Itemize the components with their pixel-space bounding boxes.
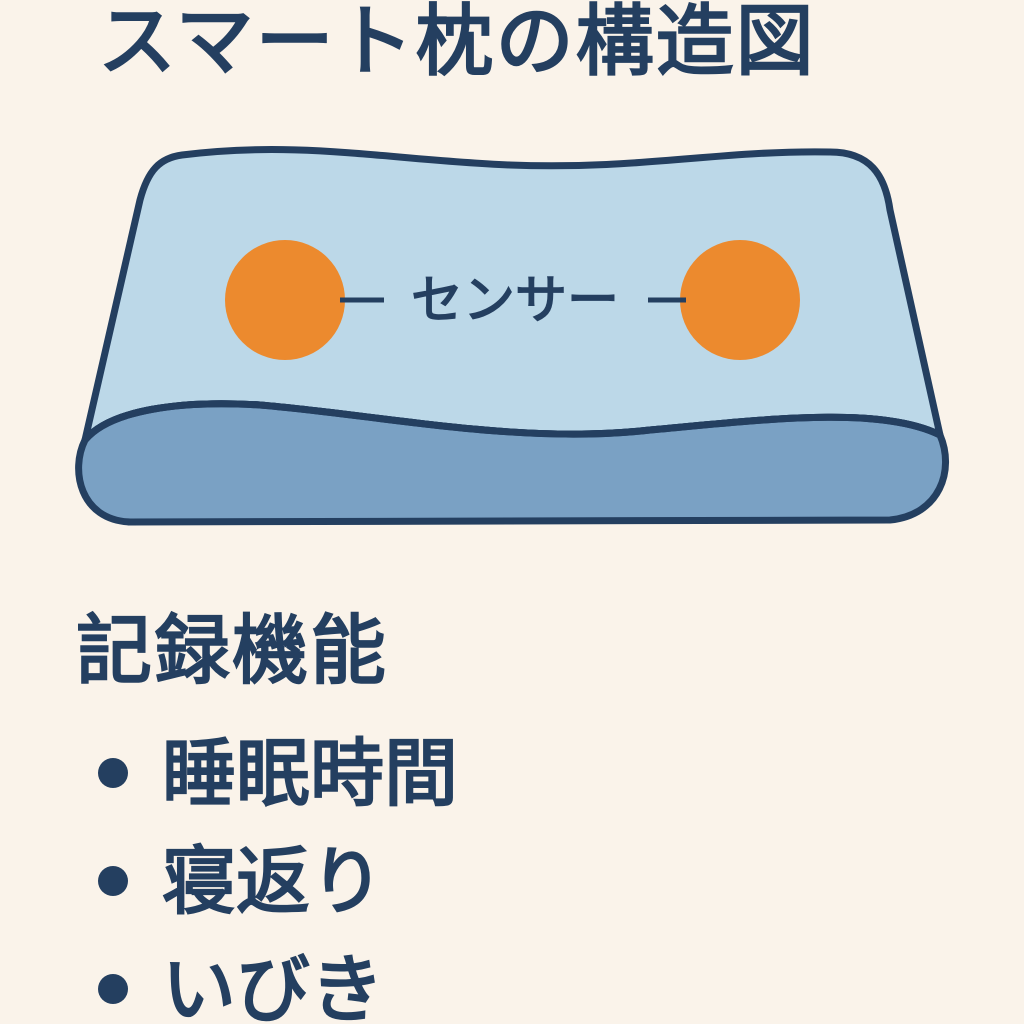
diagram-title: スマート枕の構造図 xyxy=(98,0,816,87)
bullet-icon xyxy=(98,866,128,896)
pillow-front-rim xyxy=(82,400,942,443)
sensor-left xyxy=(225,240,345,360)
bullet-icon xyxy=(98,758,128,788)
bullet-icon xyxy=(98,974,128,1004)
sensor-label: センサー xyxy=(411,271,619,331)
feature-label: 寝返り xyxy=(162,839,384,925)
feature-label: いびき xyxy=(162,947,384,1024)
features-heading: 記録機能 xyxy=(76,606,388,695)
feature-label: 睡眠時間 xyxy=(162,731,458,817)
sensor-right xyxy=(680,240,800,360)
